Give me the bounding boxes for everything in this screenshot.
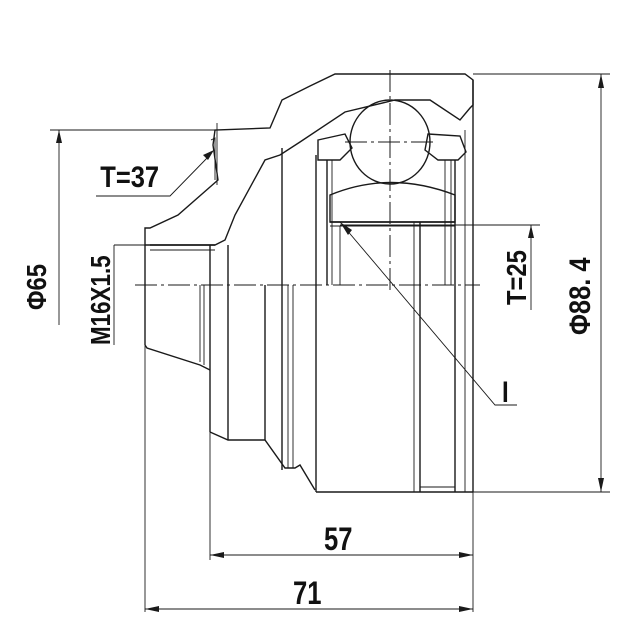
label-thread: M16X1.5 (86, 255, 117, 345)
label-outer-diameter: Φ88. 4 (563, 257, 596, 335)
label-shaft-diameter: Φ65 (20, 264, 52, 310)
label-inner-teeth: T=25 (500, 250, 532, 305)
dimension-lines (50, 73, 610, 612)
cage-section (317, 133, 467, 161)
label-length-71: 71 (293, 576, 321, 611)
body-outline (144, 80, 474, 493)
inner-race-section (329, 181, 456, 227)
label-outer-teeth: T=37 (100, 160, 159, 193)
outer-bell-section (144, 73, 474, 246)
label-length-57: 57 (324, 522, 352, 557)
label-section-i: I (502, 374, 509, 408)
ball (345, 70, 435, 290)
